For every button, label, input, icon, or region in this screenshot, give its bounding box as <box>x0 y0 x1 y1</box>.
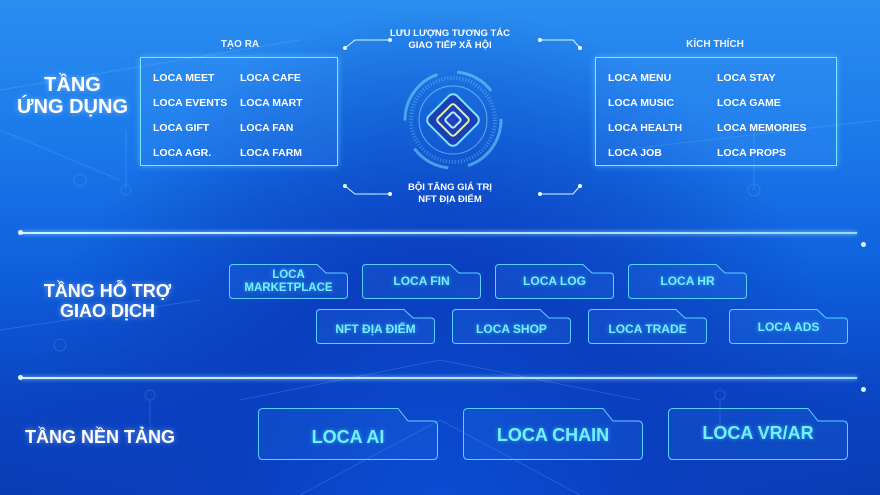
tag-label: LOCA <box>272 268 305 281</box>
app-loca-music[interactable]: LOCA MUSIC <box>608 97 675 109</box>
title-line: ỨNG DỤNG <box>16 96 129 118</box>
tag-nft-dia-diem[interactable]: NFT ĐỊA ĐIỂM <box>316 309 435 344</box>
tag-loca-ads[interactable]: LOCA ADS <box>729 309 848 344</box>
title-line: GIAO DỊCH <box>59 300 155 321</box>
tag-loca-fin[interactable]: LOCA FIN <box>362 264 481 299</box>
title-line: TẦNG <box>44 74 101 96</box>
loca-logo-icon <box>426 93 480 147</box>
app-loca-events[interactable]: LOCA EVENTS <box>153 97 228 109</box>
divider-dot <box>18 375 23 380</box>
app-loca-meet[interactable]: LOCA MEET <box>153 72 215 84</box>
app-loca-props[interactable]: LOCA PROPS <box>717 147 787 159</box>
tag-label: LOCA VR/AR <box>702 423 814 444</box>
title-line: TẦNG HỖ TRỢ <box>43 281 172 301</box>
app-loca-fan[interactable]: LOCA FAN <box>240 122 294 134</box>
divider-dot <box>861 242 866 247</box>
tag-label: LOCA TRADE <box>608 321 687 336</box>
divider-dot <box>861 387 866 392</box>
transaction-layer-title: TẦNG HỖ TRỢ GIAO DỊCH <box>20 281 195 322</box>
tag-label: LOCA LOG <box>523 273 586 288</box>
app-loca-health[interactable]: LOCA HEALTH <box>608 122 683 134</box>
create-apps-box: LOCA MEET LOCA CAFE LOCA EVENTS LOCA MAR… <box>140 57 338 166</box>
tag-label: LOCA FIN <box>393 273 450 288</box>
divider-dot <box>18 230 23 235</box>
tag-loca-chain[interactable]: LOCA CHAIN <box>463 408 643 460</box>
app-loca-memories[interactable]: LOCA MEMORIES <box>717 122 807 134</box>
app-loca-farm[interactable]: LOCA FARM <box>240 147 303 159</box>
tag-label: LOCA ADS <box>757 319 820 334</box>
tag-loca-hr[interactable]: LOCA HR <box>628 264 747 299</box>
caption-line: NFT ĐỊA ĐIỂM <box>418 193 482 205</box>
tag-loca-ai[interactable]: LOCA AI <box>258 408 438 460</box>
tag-label: LOCA CHAIN <box>496 425 610 446</box>
tag-loca-vr-ar[interactable]: LOCA VR/AR <box>668 408 848 460</box>
application-layer-title: TẦNG ỨNG DỤNG <box>10 74 135 118</box>
layer-divider <box>20 377 857 379</box>
tag-loca-marketplace[interactable]: LOCA MARKETPLACE <box>229 264 348 299</box>
tag-label: LOCA SHOP <box>476 321 547 336</box>
app-loca-job[interactable]: LOCA JOB <box>608 147 662 159</box>
app-loca-mart[interactable]: LOCA MART <box>240 97 303 109</box>
app-loca-cafe[interactable]: LOCA CAFE <box>240 72 301 84</box>
top-caption: LƯU LƯỢNG TƯƠNG TÁC GIAO TIẾP XÃ HỘI <box>380 28 520 52</box>
tag-label: LOCA HR <box>660 273 715 288</box>
app-loca-stay[interactable]: LOCA STAY <box>717 72 776 84</box>
caption-line: LƯU LƯỢNG TƯƠNG TÁC <box>389 28 511 39</box>
app-loca-gift[interactable]: LOCA GIFT <box>153 122 210 134</box>
tag-loca-shop[interactable]: LOCA SHOP <box>452 309 571 344</box>
tag-loca-log[interactable]: LOCA LOG <box>495 264 614 299</box>
tag-label: LOCA AI <box>311 427 385 448</box>
stimulate-apps-box: LOCA MENU LOCA STAY LOCA MUSIC LOCA GAME… <box>595 57 837 166</box>
app-loca-menu[interactable]: LOCA MENU <box>608 72 672 84</box>
app-loca-agr[interactable]: LOCA AGR. <box>153 147 212 159</box>
create-group-label: TẠO RA <box>220 39 260 50</box>
stimulate-group-label: KÍCH THÍCH <box>686 39 744 50</box>
caption-line: BỘI TĂNG GIÁ TRỊ <box>408 182 492 193</box>
tag-label: MARKETPLACE <box>244 281 333 294</box>
app-loca-game[interactable]: LOCA GAME <box>717 97 781 109</box>
bottom-caption: BỘI TĂNG GIÁ TRỊ NFT ĐỊA ĐIỂM <box>380 182 520 206</box>
caption-line: GIAO TIẾP XÃ HỘI <box>408 39 492 51</box>
layer-divider <box>20 232 857 234</box>
platform-layer-title: TẦNG NỀN TẢNG <box>25 427 175 447</box>
tag-label: NFT ĐỊA ĐIỂM <box>335 321 416 336</box>
tag-loca-trade[interactable]: LOCA TRADE <box>588 309 707 344</box>
